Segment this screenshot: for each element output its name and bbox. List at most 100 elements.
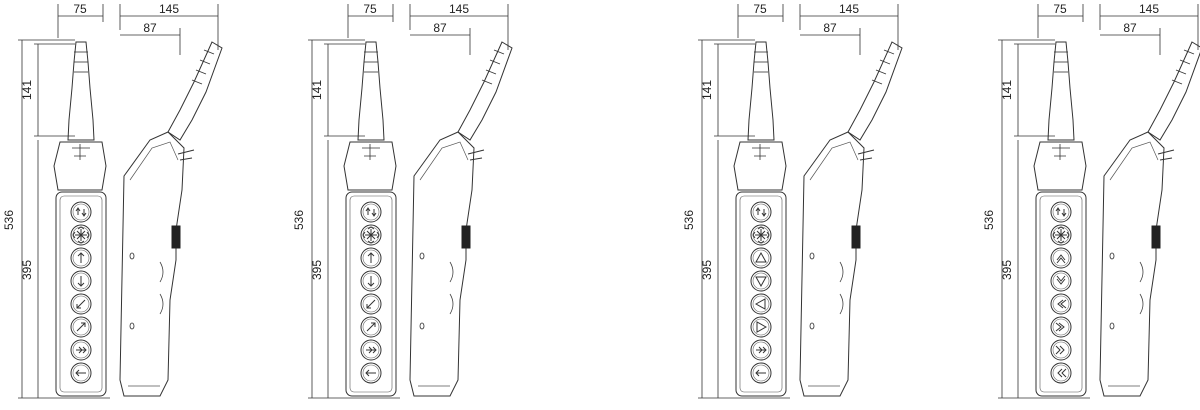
dimension-label-141: 141 (1000, 80, 1014, 100)
side-button-profile (461, 225, 471, 249)
side-grip-contour (159, 261, 164, 315)
body-inner-outline (1039, 195, 1083, 393)
side-hook (467, 149, 485, 161)
button-cap (72, 341, 90, 359)
side-screw (1109, 252, 1115, 260)
pushbutton-4 (360, 270, 382, 292)
side-view (1099, 41, 1200, 397)
side-body-outline (119, 131, 185, 397)
side-gland-ring (203, 49, 215, 55)
side-body-outline (799, 131, 865, 397)
button-ring (70, 270, 92, 292)
button-ring (750, 270, 772, 292)
cross-arrows-icon (755, 229, 767, 241)
button-ring (1050, 201, 1072, 223)
side-button-profile (171, 225, 181, 249)
button-ring (1050, 270, 1072, 292)
arrow-right-icon (76, 322, 86, 332)
dimension-label-395: 395 (20, 260, 34, 280)
up-down-icon (365, 207, 377, 217)
arrow-double-icon (366, 346, 377, 354)
arrow-back-icon (75, 369, 86, 377)
side-gland-ring (195, 69, 207, 75)
body-inner-outline (349, 195, 393, 393)
arrow-back-icon (365, 369, 376, 377)
chevron-left-icon (1057, 299, 1067, 309)
arrow-left-icon (366, 299, 376, 309)
chevron-left-icon (1057, 299, 1067, 309)
pushbutton-4 (70, 270, 92, 292)
side-screw (1109, 322, 1115, 330)
cross-arrows-icon (75, 229, 87, 241)
arrow-right-icon (76, 322, 86, 332)
dimension-label-395: 395 (1000, 260, 1014, 280)
dimension-label-145: 145 (449, 2, 469, 16)
side-gland-ring (1175, 69, 1187, 75)
side-screw (419, 322, 425, 330)
pushbutton-7 (750, 339, 772, 361)
arrow-double-icon (76, 346, 87, 354)
arrow-left-icon (76, 299, 86, 309)
up-down-icon (75, 207, 87, 217)
button-cap (72, 364, 90, 382)
button-ring (750, 339, 772, 361)
side-hook (857, 149, 875, 161)
button-cap (1052, 272, 1070, 290)
triangle-up-icon (755, 251, 767, 263)
chevron-down-icon (1056, 275, 1066, 285)
pushbutton-1 (70, 201, 92, 223)
pendant-head (343, 141, 397, 191)
front-view (343, 41, 397, 397)
chevron-double-icon (1055, 345, 1065, 355)
cable-gland (357, 41, 385, 141)
triangle-down-icon (755, 276, 767, 288)
side-gland-ring (191, 79, 203, 85)
button-ring (360, 339, 382, 361)
pushbutton-2 (750, 224, 772, 246)
button-cap (362, 249, 380, 267)
pendant-body (345, 191, 397, 397)
button-cap (752, 318, 770, 336)
side-gland-ring (879, 59, 891, 65)
button-ring (70, 339, 92, 361)
hanger-clip (362, 144, 380, 160)
pushbutton-8 (750, 362, 772, 384)
button-ring (750, 293, 772, 315)
arrow-back-icon (755, 369, 766, 377)
side-cable-gland (457, 41, 513, 141)
arrow-down-icon (77, 276, 85, 287)
arrow-double-icon (76, 346, 87, 354)
side-gland-ring (1179, 59, 1191, 65)
chevron-up-icon (1056, 254, 1066, 264)
button-ring (70, 293, 92, 315)
pushbutton-1 (360, 201, 382, 223)
arrowheads-icon (362, 226, 380, 244)
arrow-back-icon (365, 369, 376, 377)
side-view (119, 41, 223, 397)
side-body-outline (1099, 131, 1165, 397)
button-cap (752, 364, 770, 382)
arrow-right-icon (366, 322, 376, 332)
up-down-arrows-icon (1055, 207, 1067, 217)
up-down-icon (755, 207, 767, 217)
dimension-label-145: 145 (1139, 2, 1159, 16)
arrow-right-icon (366, 322, 376, 332)
button-ring (360, 201, 382, 223)
arrow-down-icon (367, 276, 375, 287)
button-ring (360, 270, 382, 292)
triangle-right-icon (756, 321, 768, 333)
arrow-back-icon (75, 369, 86, 377)
button-ring (1050, 224, 1072, 246)
pushbutton-7 (360, 339, 382, 361)
arrow-left-icon (366, 299, 376, 309)
pushbutton-4 (750, 270, 772, 292)
button-ring (1050, 293, 1072, 315)
dimension-label-536: 536 (2, 210, 16, 230)
button-cap (752, 272, 770, 290)
triangle-left-icon (754, 298, 766, 310)
body-inner-outline (59, 195, 103, 393)
triangle-up-icon (755, 251, 767, 263)
